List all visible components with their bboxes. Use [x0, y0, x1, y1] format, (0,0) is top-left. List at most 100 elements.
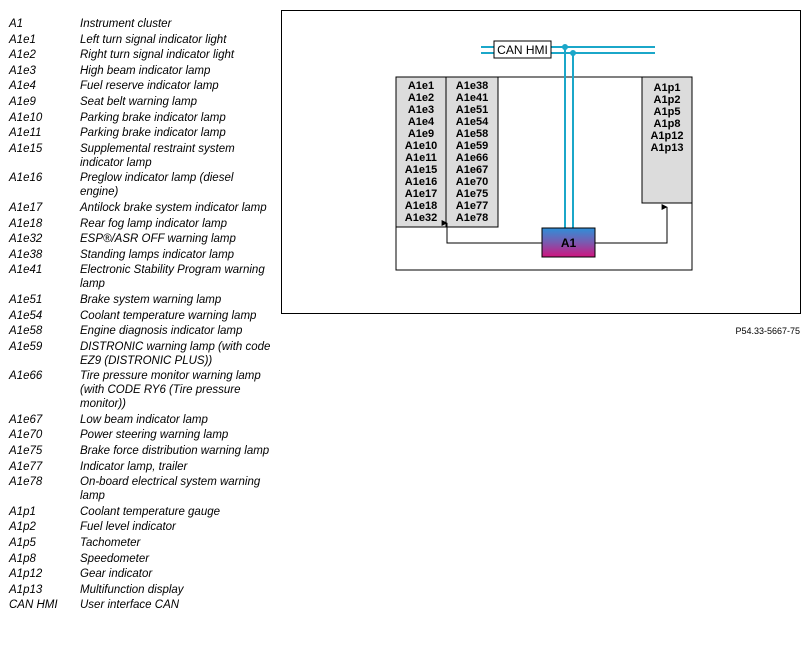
component-label: A1e77	[456, 200, 488, 212]
legend-code: A1e4	[9, 80, 36, 93]
component-label: A1e41	[456, 92, 488, 104]
legend-description: Brake system warning lamp	[80, 293, 222, 306]
component-label: A1e9	[408, 128, 434, 140]
legend-row: A1p1 Coolant temperature gauge	[9, 505, 274, 519]
wiring-diagram: A1e1A1e2A1e3A1e4A1e9A1e10A1e11A1e15A1e16…	[395, 40, 693, 271]
legend-row: A1e1 Left turn signal indicator light	[9, 33, 274, 47]
arrow-to-gauges	[595, 204, 668, 244]
component-label: A1e18	[405, 200, 437, 212]
figure-reference: P54.33-5667-75	[735, 326, 800, 336]
legend-code: A1e70	[9, 429, 43, 442]
legend-code: A1e54	[9, 309, 43, 322]
component-label: A1e54	[456, 116, 489, 128]
legend-code: A1p5	[9, 537, 36, 550]
legend-description: ESP®/ASR OFF warning lamp	[80, 233, 236, 246]
legend-row: A1e58 Engine diagnosis indicator lamp	[9, 324, 274, 338]
legend-code: A1e1	[9, 33, 36, 46]
legend-code: A1e58	[9, 325, 43, 338]
legend-code: A1e11	[9, 127, 42, 140]
component-label: A1e58	[456, 128, 488, 140]
can-hmi-label-box	[493, 40, 552, 59]
component-label: A1e4	[408, 116, 435, 128]
legend-code: A1	[9, 18, 24, 30]
legend-description: Parking brake indicator lamp	[80, 111, 226, 124]
legend-code: A1e2	[9, 49, 36, 62]
legend-description: Rear fog lamp indicator lamp	[80, 217, 228, 230]
legend-code: A1e15	[9, 142, 43, 155]
legend-code: A1p8	[9, 552, 36, 565]
legend-row: A1e2 Right turn signal indicator light	[9, 48, 274, 62]
legend-description: Indicator lamp, trailer	[80, 460, 188, 473]
component-label: A1p2	[654, 94, 681, 106]
legend-code: A1e51	[9, 293, 43, 306]
component-label: A1e75	[456, 188, 488, 200]
component-label: A1p1	[654, 82, 681, 94]
legend-description: On-board electrical system warning lamp	[80, 476, 261, 503]
legend-code: A1p13	[9, 583, 43, 596]
indicator-box-left	[395, 76, 447, 228]
legend-description: Instrument cluster	[80, 18, 172, 30]
legend-row: A1e70 Power steering warning lamp	[9, 428, 274, 442]
component-label: A1e59	[456, 140, 488, 152]
legend-code: A1e18	[9, 217, 43, 230]
legend-code: A1e3	[9, 64, 36, 77]
legend-row: A1e10 Parking brake indicator lamp	[9, 111, 274, 125]
legend-code: A1e10	[9, 111, 43, 124]
component-label: A1e3	[408, 104, 434, 116]
legend-description: Multifunction display	[80, 583, 184, 596]
legend-description: Left turn signal indicator light	[80, 33, 227, 46]
legend-description: Parking brake indicator lamp	[80, 127, 226, 140]
legend-description: Tachometer	[80, 537, 141, 550]
legend-description: Fuel reserve indicator lamp	[80, 80, 219, 93]
component-label: A1e17	[405, 188, 437, 200]
legend-description: Fuel level indicator	[80, 521, 176, 534]
legend-code: A1e41	[9, 264, 43, 277]
component-label: A1e70	[456, 176, 488, 188]
component-label: A1e66	[456, 152, 488, 164]
component-label: A1e32	[405, 212, 437, 224]
legend-code: A1e67	[9, 413, 43, 426]
component-label: A1e2	[408, 92, 434, 104]
arrow-to-indicators	[441, 220, 542, 244]
component-label: A1e67	[456, 164, 488, 176]
component-label: A1p5	[654, 106, 681, 118]
legend-code: A1p1	[9, 505, 36, 518]
can-hmi-label: CAN HMI	[497, 43, 548, 57]
legend-description: Right turn signal indicator light	[80, 49, 235, 62]
legend-code: A1e59	[9, 340, 43, 353]
legend-description: Power steering warning lamp	[80, 429, 229, 442]
legend-code: A1e77	[9, 460, 43, 473]
legend-row: A1e11 Parking brake indicator lamp	[9, 126, 274, 140]
legend-description: Electronic Stability Program warning lam…	[80, 264, 265, 291]
component-label: A1e10	[405, 140, 437, 152]
module-a1-label: A1	[561, 236, 577, 250]
legend-description: Engine diagnosis indicator lamp	[80, 325, 243, 338]
legend-description: Coolant temperature warning lamp	[80, 309, 257, 322]
legend-row: A1e41 Electronic Stability Program warnin…	[9, 263, 274, 291]
legend-description: Coolant temperature gauge	[80, 505, 221, 518]
indicator-list-left: A1e1A1e2A1e3A1e4A1e9A1e10A1e11A1e15A1e16…	[405, 80, 437, 224]
component-label: A1e15	[405, 164, 437, 176]
legend-row: A1e18 Rear fog lamp indicator lamp	[9, 217, 274, 231]
legend-code: A1e16	[9, 172, 43, 185]
gauge-box-right	[641, 76, 693, 204]
component-label: A1e16	[405, 176, 437, 188]
legend-row: A1p13 Multifunction display	[9, 583, 274, 597]
component-label: A1e38	[456, 80, 488, 92]
component-label: A1e11	[405, 152, 437, 164]
indicator-box-middle	[445, 76, 499, 228]
